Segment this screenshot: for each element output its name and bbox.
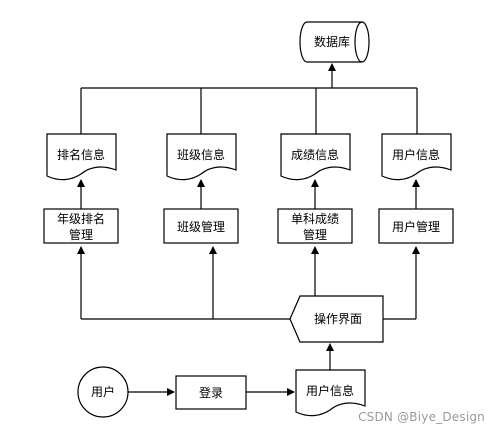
proc-class-label: 班级管理 bbox=[177, 219, 225, 234]
doc-ranking-label: 排名信息 bbox=[57, 147, 105, 162]
doc-class-label: 班级信息 bbox=[177, 147, 225, 162]
user-label: 用户 bbox=[91, 384, 115, 399]
proc-score-label-2: 管理 bbox=[303, 227, 327, 242]
proc-ranking-label-1: 年级排名 bbox=[57, 211, 105, 226]
watermark: CSDN @Biye_Design bbox=[358, 410, 485, 424]
proc-ranking-label-2: 管理 bbox=[69, 227, 93, 242]
user-info-bottom-label: 用户信息 bbox=[306, 383, 354, 398]
proc-score-management: 单科成绩 管理 bbox=[277, 208, 353, 244]
proc-class-management: 班级管理 bbox=[163, 208, 239, 244]
proc-ranking-management: 年级排名 管理 bbox=[43, 208, 119, 244]
doc-user-info-bottom: 用户信息 bbox=[295, 369, 366, 417]
proc-score-label-1: 单科成绩 bbox=[291, 212, 339, 226]
bottom-bus bbox=[77, 246, 420, 320]
doc-ranking-info: 排名信息 bbox=[46, 133, 117, 181]
database-label: 数据库 bbox=[314, 34, 350, 49]
login-node: 登录 bbox=[175, 375, 247, 410]
doc-user-info: 用户信息 bbox=[381, 133, 452, 181]
proc-user-management: 用户管理 bbox=[378, 208, 454, 244]
operation-interface-label: 操作界面 bbox=[314, 311, 362, 326]
login-label: 登录 bbox=[199, 385, 223, 400]
operation-interface-node: 操作界面 bbox=[289, 295, 384, 343]
doc-class-info: 班级信息 bbox=[166, 133, 237, 181]
user-node: 用户 bbox=[77, 366, 129, 418]
proc-user-label: 用户管理 bbox=[392, 219, 440, 234]
database-node: 数据库 bbox=[299, 21, 370, 63]
doc-score-info: 成绩信息 bbox=[280, 133, 351, 181]
doc-score-label: 成绩信息 bbox=[291, 147, 339, 162]
doc-user-label: 用户信息 bbox=[392, 147, 440, 162]
top-bus bbox=[80, 63, 418, 134]
